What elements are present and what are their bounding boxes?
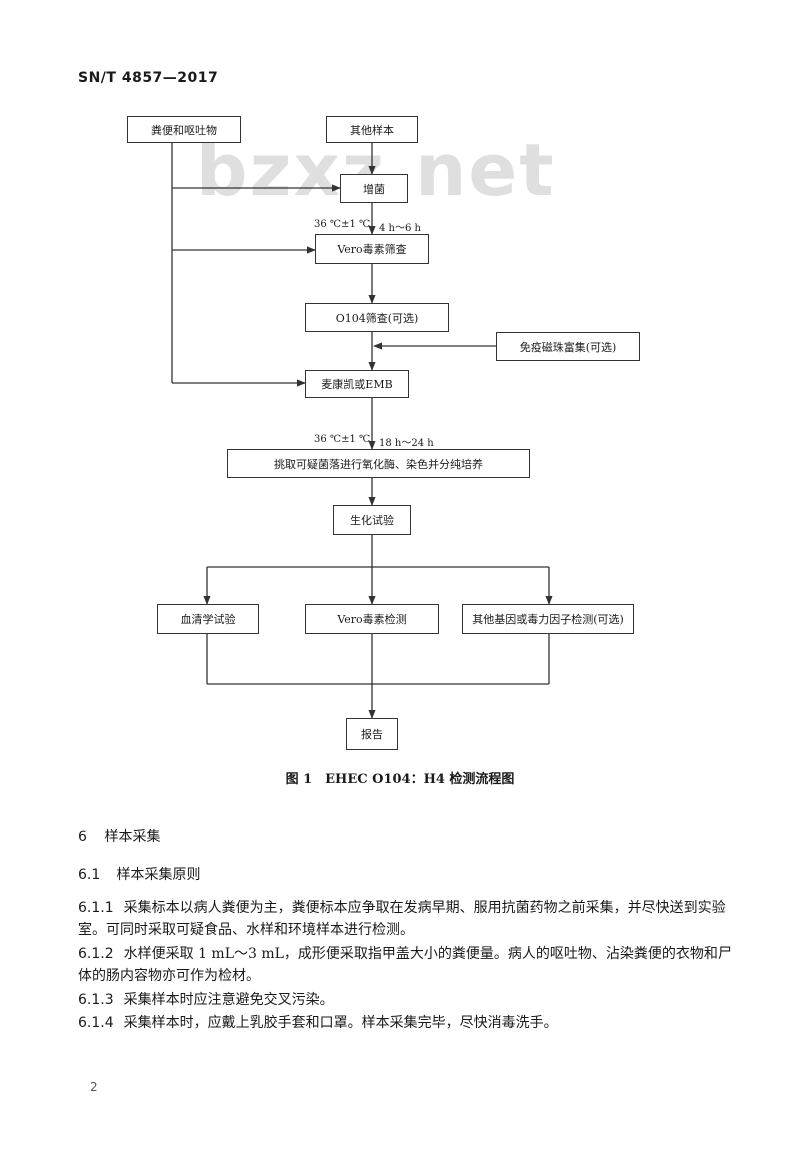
section-number: 6 [78,829,87,845]
node-immunomagnetic: 免疫磁珠富集(可选) [496,332,640,361]
paragraph-6-1-4: 6.1.4 采集样本时，应戴上乳胶手套和口罩。样本采集完毕，尽快消毒洗手。 [78,1012,738,1034]
clause-text: 采集标本以病人粪便为主，粪便标本应争取在发病早期、服用抗菌药物之前采集，并尽快送… [78,900,726,938]
section-6-1-heading: 6.1 样本采集原则 [78,864,200,884]
clause-number: 6.1.2 [78,946,114,962]
section-number: 6.1 [78,867,101,883]
node-vero-detection: Vero毒素检测 [305,604,439,634]
condition-time-2: 18 h～24 h [379,438,434,449]
node-other-samples: 其他样本 [326,116,418,143]
clause-text: 采集样本时，应戴上乳胶手套和口罩。样本采集完毕，尽快消毒洗手。 [123,1015,558,1031]
condition-temp-1: 36 ℃±1 ℃ [314,219,371,230]
node-serology: 血清学试验 [157,604,259,634]
node-o104-screening: O104筛查(可选) [305,303,449,332]
condition-temp-2: 36 ℃±1 ℃ [314,434,371,445]
node-pick-colonies: 挑取可疑菌落进行氧化酶、染色并分纯培养 [227,449,530,478]
node-feces-vomit: 粪便和呕吐物 [127,116,241,143]
node-enrichment: 增菌 [340,174,408,203]
figure-caption: 图 1 EHEC O104：H4 检测流程图 [285,772,515,787]
document-id: SN/T 4857—2017 [78,70,219,86]
node-other-genes: 其他基因或毒力因子检测(可选) [462,604,634,634]
node-report: 报告 [346,718,398,750]
page-number: 2 [90,1080,98,1094]
section-title: 样本采集原则 [116,867,201,883]
clause-number: 6.1.1 [78,900,114,916]
section-title: 样本采集 [104,829,161,845]
condition-time-1: 4 h～6 h [379,223,421,234]
clause-number: 6.1.4 [78,1015,114,1031]
node-macconkey-emb: 麦康凯或EMB [305,370,409,398]
clause-number: 6.1.3 [78,992,114,1008]
node-biochemical-test: 生化试验 [333,505,411,535]
flowchart-connectors [171,142,553,719]
paragraph-6-1-3: 6.1.3 采集样本时应注意避免交叉污染。 [78,989,738,1011]
node-vero-screening: Vero毒素筛查 [315,234,429,264]
clause-text: 水样便采取 1 mL～3 mL，成形便采取指甲盖大小的粪便量。病人的呕吐物、沾染… [78,946,732,984]
section-6-heading: 6 样本采集 [78,826,160,846]
clause-text: 采集样本时应注意避免交叉污染。 [123,992,334,1008]
